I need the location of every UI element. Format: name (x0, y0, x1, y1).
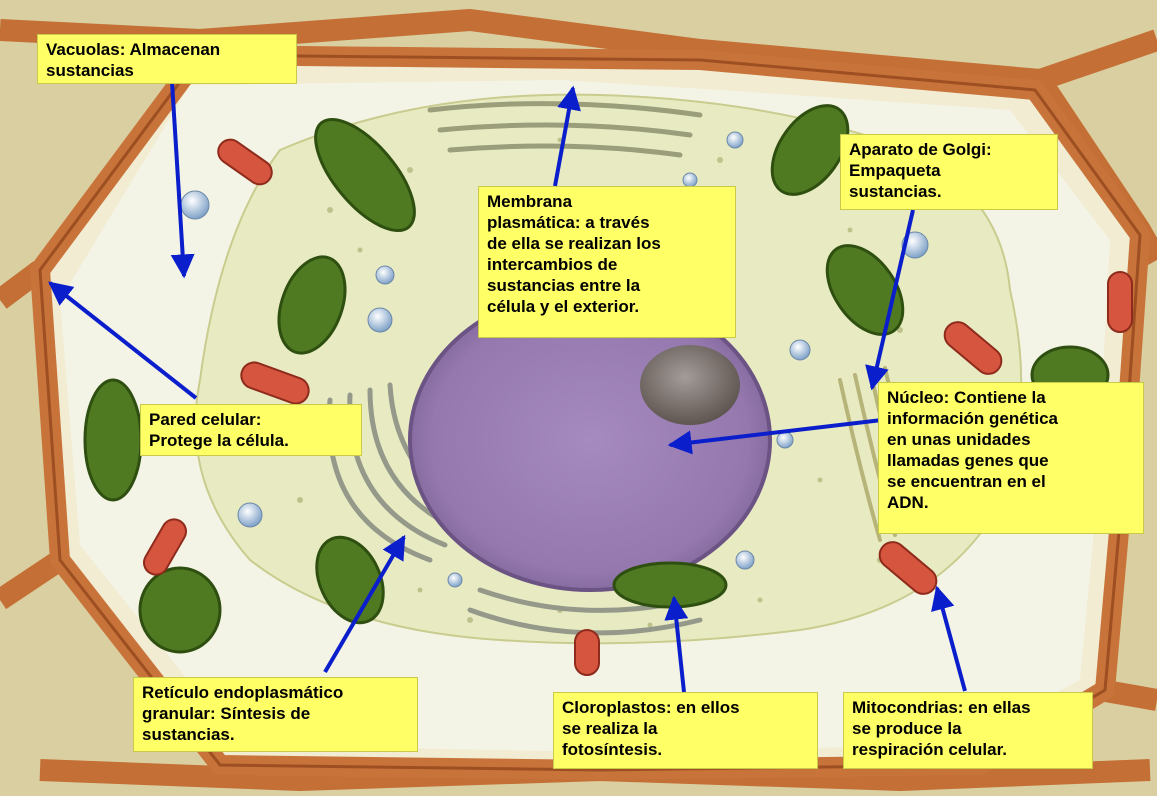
arrow-mitocondrias (931, 585, 967, 692)
vesicles (180, 131, 929, 588)
mitochondrion (574, 629, 600, 676)
chloroplasts (83, 104, 1110, 654)
chloroplast (612, 561, 728, 609)
label-mitocondrias: Mitocondrias: en ellas se produce la res… (843, 692, 1093, 769)
mitochondrion (943, 321, 1003, 375)
mitochondrion (240, 361, 310, 405)
arrow-pared (48, 281, 198, 400)
chloroplast (277, 255, 347, 355)
chloroplast (314, 117, 416, 233)
arrow-cloroplastos (664, 595, 689, 693)
mitochondria (143, 138, 1133, 676)
chloroplast (770, 104, 850, 196)
arrow-vacuolas (170, 81, 195, 279)
chloroplast (83, 378, 143, 502)
arrow-nucleo (667, 418, 883, 455)
label-cloroplastos: Cloroplastos: en ellos se realiza la fot… (553, 692, 818, 769)
label-reticulo-endoplasmatico: Retículo endoplasmático granular: Síntes… (133, 677, 418, 752)
mitochondrion (217, 138, 273, 186)
pointer-arrows (48, 81, 967, 693)
label-membrana-plasmatica: Membrana plasmática: a través de ella se… (478, 186, 736, 338)
chloroplast (138, 566, 222, 654)
arrow-golgi (865, 209, 915, 391)
arrow-reticulo (323, 534, 406, 674)
nucleolus (640, 345, 740, 425)
label-vacuolas: Vacuolas: Almacenan sustancias (37, 34, 297, 84)
label-nucleo: Núcleo: Contiene la información genética… (878, 382, 1144, 534)
label-pared-celular: Pared celular: Protege la célula. (140, 404, 362, 456)
label-aparato-golgi: Aparato de Golgi: Empaqueta sustancias. (840, 134, 1058, 210)
chloroplast (825, 244, 905, 336)
mitochondrion (1107, 271, 1133, 333)
arrow-membrana (553, 85, 581, 187)
mitochondrion (143, 518, 187, 576)
